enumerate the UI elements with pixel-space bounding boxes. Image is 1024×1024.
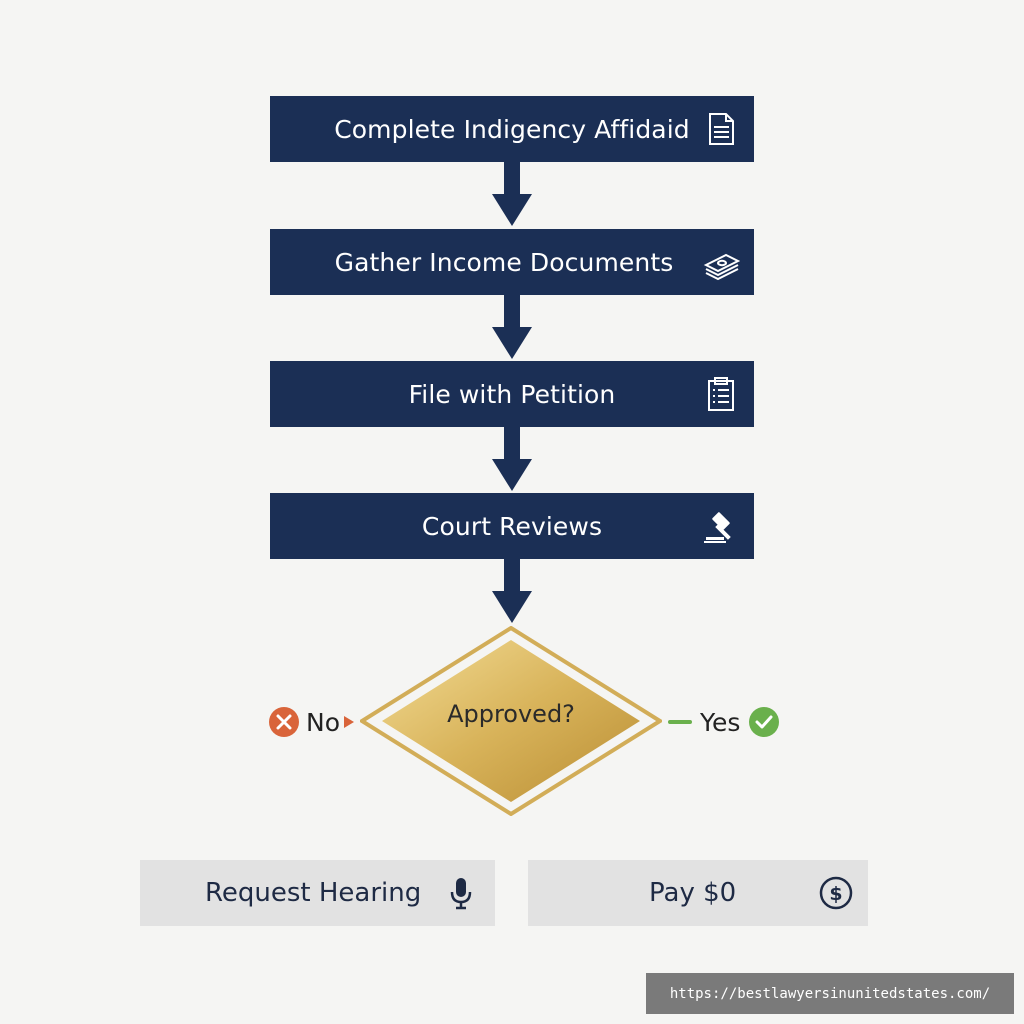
- step-gather-income: Gather Income Documents: [270, 229, 754, 295]
- step-label: Court Reviews: [421, 511, 603, 541]
- decision-label: Approved?: [447, 700, 575, 728]
- clipboard-icon: [708, 377, 734, 411]
- step-complete-affidavit: Complete Indigency Affidaid: [270, 96, 754, 162]
- step-label: File with Petition: [408, 379, 616, 409]
- dollar-circle-icon: $: [819, 876, 853, 910]
- step-label: Gather Income Documents: [334, 247, 674, 277]
- watermark-url: https://bestlawyersinunitedstates.com/: [646, 973, 1014, 1014]
- svg-text:$: $: [829, 883, 842, 905]
- step-file-petition: File with Petition: [270, 361, 754, 427]
- check-circle-icon: [749, 707, 780, 737]
- outcome-pay: Pay $0 $: [528, 860, 868, 926]
- gavel-icon: [704, 512, 731, 543]
- branch-yes-label: Yes: [700, 707, 741, 737]
- x-circle-icon: [269, 707, 299, 737]
- money-stack-icon: [703, 253, 740, 281]
- branch-no-label: No: [306, 707, 340, 737]
- flow-arrow: [492, 559, 532, 623]
- outcome-request-hearing: Request Hearing: [140, 860, 495, 926]
- flow-arrow: [492, 427, 532, 491]
- flow-arrow: [492, 295, 532, 359]
- branch-yes-connector: [668, 720, 692, 724]
- outcome-label: Request Hearing: [205, 878, 422, 908]
- flow-arrow: [492, 162, 532, 226]
- document-icon: [709, 113, 734, 145]
- step-court-reviews: Court Reviews: [270, 493, 754, 559]
- outcome-label: Pay $0: [649, 878, 737, 908]
- branch-no: No: [268, 703, 354, 741]
- branch-yes: Yes: [668, 703, 780, 741]
- decision-diamond: [360, 626, 662, 816]
- microphone-icon: [450, 878, 472, 910]
- step-label: Complete Indigency Affidaid: [334, 114, 690, 144]
- branch-no-arrow: [344, 716, 354, 728]
